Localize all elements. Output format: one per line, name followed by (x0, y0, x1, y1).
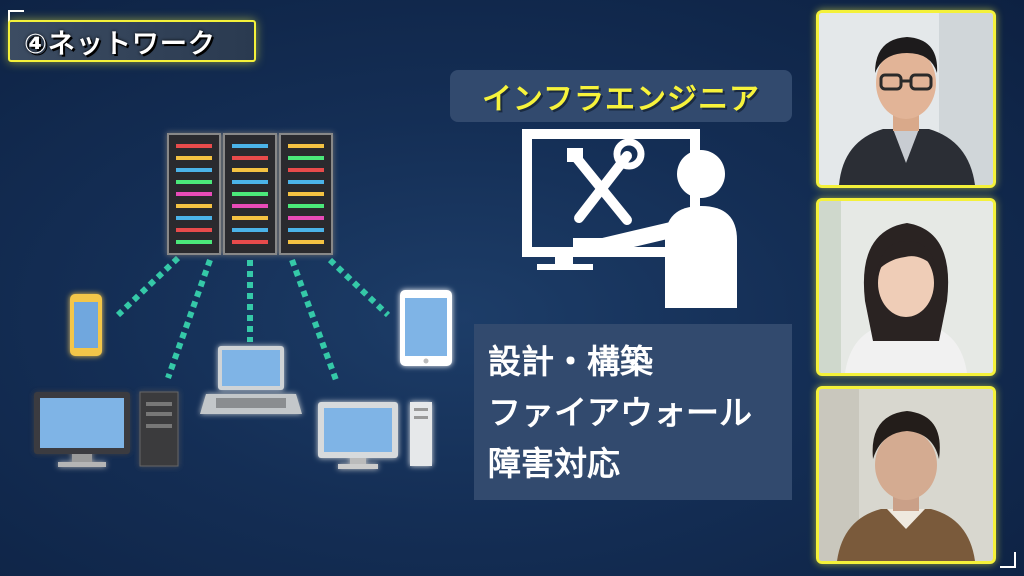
wrench-screwdriver-icon (567, 138, 645, 225)
server-rack-icon (167, 133, 333, 255)
role-label: インフラエンジニア (450, 70, 792, 122)
link-to-desktop-left (165, 258, 213, 380)
duty-item: 設計・構築 (488, 342, 653, 381)
panelist-portrait (819, 13, 993, 185)
engineer-at-monitor-icon (522, 129, 737, 308)
smartphone-icon (70, 294, 102, 356)
panelist-video-2 (816, 198, 996, 376)
panelist-portrait (819, 389, 993, 561)
corner-bracket-bottom-right (1000, 552, 1016, 568)
link-to-desktop-right (289, 258, 339, 382)
panelist-video-3 (816, 386, 996, 564)
network-links (115, 255, 391, 382)
link-to-tablet (327, 257, 391, 318)
duties-list: 設計・構築 ファイアウォール 障害対応 (474, 324, 792, 500)
section-title-tag: ④ネットワーク (8, 20, 256, 62)
panelist-portrait (819, 201, 993, 373)
desktop-pc-icon (34, 391, 179, 467)
tablet-icon (400, 290, 452, 366)
network-diagram (34, 133, 452, 469)
link-to-smartphone (115, 255, 181, 318)
desktop-pc-icon (318, 402, 432, 469)
duty-item: ファイアウォール (488, 393, 752, 432)
panelist-column (816, 10, 1000, 566)
corner-bracket-top-left (8, 10, 24, 26)
laptop-icon (200, 346, 302, 414)
duty-item: 障害対応 (488, 444, 620, 483)
role-label-text: インフラエンジニア (481, 82, 761, 117)
panelist-video-1 (816, 10, 996, 188)
section-title: ④ネットワーク (24, 28, 216, 60)
